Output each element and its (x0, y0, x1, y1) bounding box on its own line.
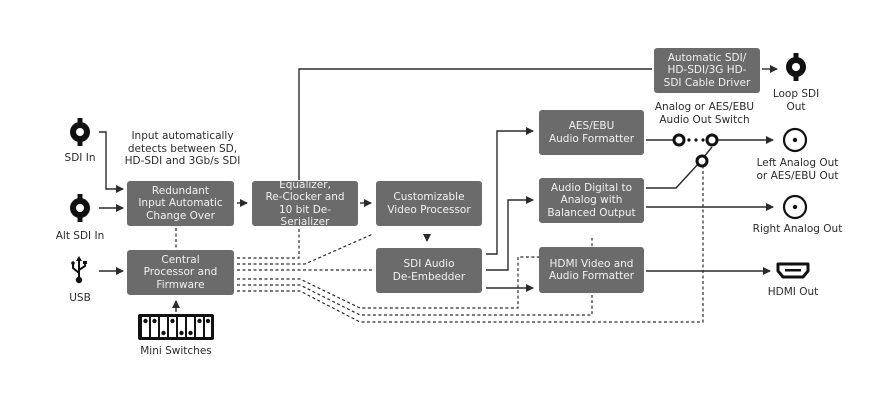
block-line: Customizable (393, 191, 465, 203)
label-usb: USB (69, 292, 91, 304)
label-line: Loop SDI (772, 88, 820, 100)
block-line: Input Automatic (138, 197, 223, 210)
label-mini-switches: Mini Switches (140, 345, 212, 357)
label-alt-sdi-in: Alt SDI In (55, 230, 105, 242)
note-line: Input automatically (131, 130, 234, 142)
hdmi-port-icon[interactable] (776, 262, 810, 279)
rca-connector-icon (782, 127, 808, 153)
label-sdi-in: SDI In (64, 152, 96, 164)
dip-switch-icon[interactable] (138, 314, 214, 340)
block-line: Central (161, 253, 200, 266)
bnc-connector-icon (70, 118, 90, 146)
control-line-equalizer (237, 229, 300, 259)
label-line: Out (786, 100, 806, 113)
block-line: Audio Formatter (548, 270, 635, 282)
block-line: HD-SDI/3G HD- (667, 64, 747, 77)
control-line-processor (237, 233, 374, 265)
note-line: Analog or AES/EBU (654, 101, 755, 113)
bnc-connector-icon (786, 53, 806, 81)
block-line: HDMI Video and (549, 257, 634, 270)
wire-deembedder-dac (486, 196, 534, 271)
block-line: Equalizer, (279, 178, 331, 191)
label-line: Left Analog Out (756, 157, 839, 169)
block-line: Analog with (560, 194, 623, 207)
label-line: or AES/EBU Out (756, 169, 839, 182)
label-hdmi-out: HDMI Out (767, 286, 819, 298)
block-line: SDI Audio (403, 258, 455, 270)
block-line: AES/EBU (568, 120, 615, 132)
note-line: Audio Out Switch (659, 113, 750, 126)
label-right-analog-out: Right Analog Out (752, 223, 843, 235)
control-line-hdmi-b (237, 284, 593, 316)
rca-connector-icon (782, 194, 808, 220)
usb-icon (71, 256, 87, 284)
wire-deembedder-aes (486, 127, 534, 255)
note-input-detect: Input automatically detects between SD, … (115, 130, 250, 168)
block-line: Re-Clocker and (265, 191, 345, 203)
label-left-analog-out: Left Analog Out or AES/EBU Out (750, 157, 845, 182)
label-loop-sdi-out: Loop SDI Out (766, 88, 826, 113)
block-line: De-Embedder (392, 270, 466, 283)
note-line: HD-SDI and 3Gb/s SDI (124, 155, 241, 167)
note-audio-switch: Analog or AES/EBU Audio Out Switch (647, 101, 762, 126)
block-line: Automatic SDI/ (667, 51, 747, 64)
block-line: 10 bit De-Serializer (278, 203, 332, 229)
bnc-connector-icon (70, 194, 90, 222)
block-line: Change Over (146, 209, 215, 222)
audio-out-switch[interactable] (672, 133, 719, 168)
block-line: Video Processor (387, 203, 471, 216)
block-line: Processor and (143, 266, 218, 279)
block-line: Audio Formatter (548, 132, 635, 145)
block-line: Firmware (156, 278, 205, 291)
wire-sdi-in (99, 131, 124, 193)
block-line: Audio Digital to (550, 181, 633, 194)
note-line: detects between SD, (127, 142, 238, 155)
wire-dac-switch (646, 162, 700, 189)
block-line: SDI Cable Driver (663, 76, 751, 89)
block-cable-driver: Automatic SDI/HD-SDI/3G HD-SDI Cable Dri… (654, 48, 760, 93)
block-line: Redundant (151, 184, 210, 197)
block-line: Balanced Output (547, 206, 636, 219)
wire-equalizer-cable-driver (298, 68, 652, 180)
